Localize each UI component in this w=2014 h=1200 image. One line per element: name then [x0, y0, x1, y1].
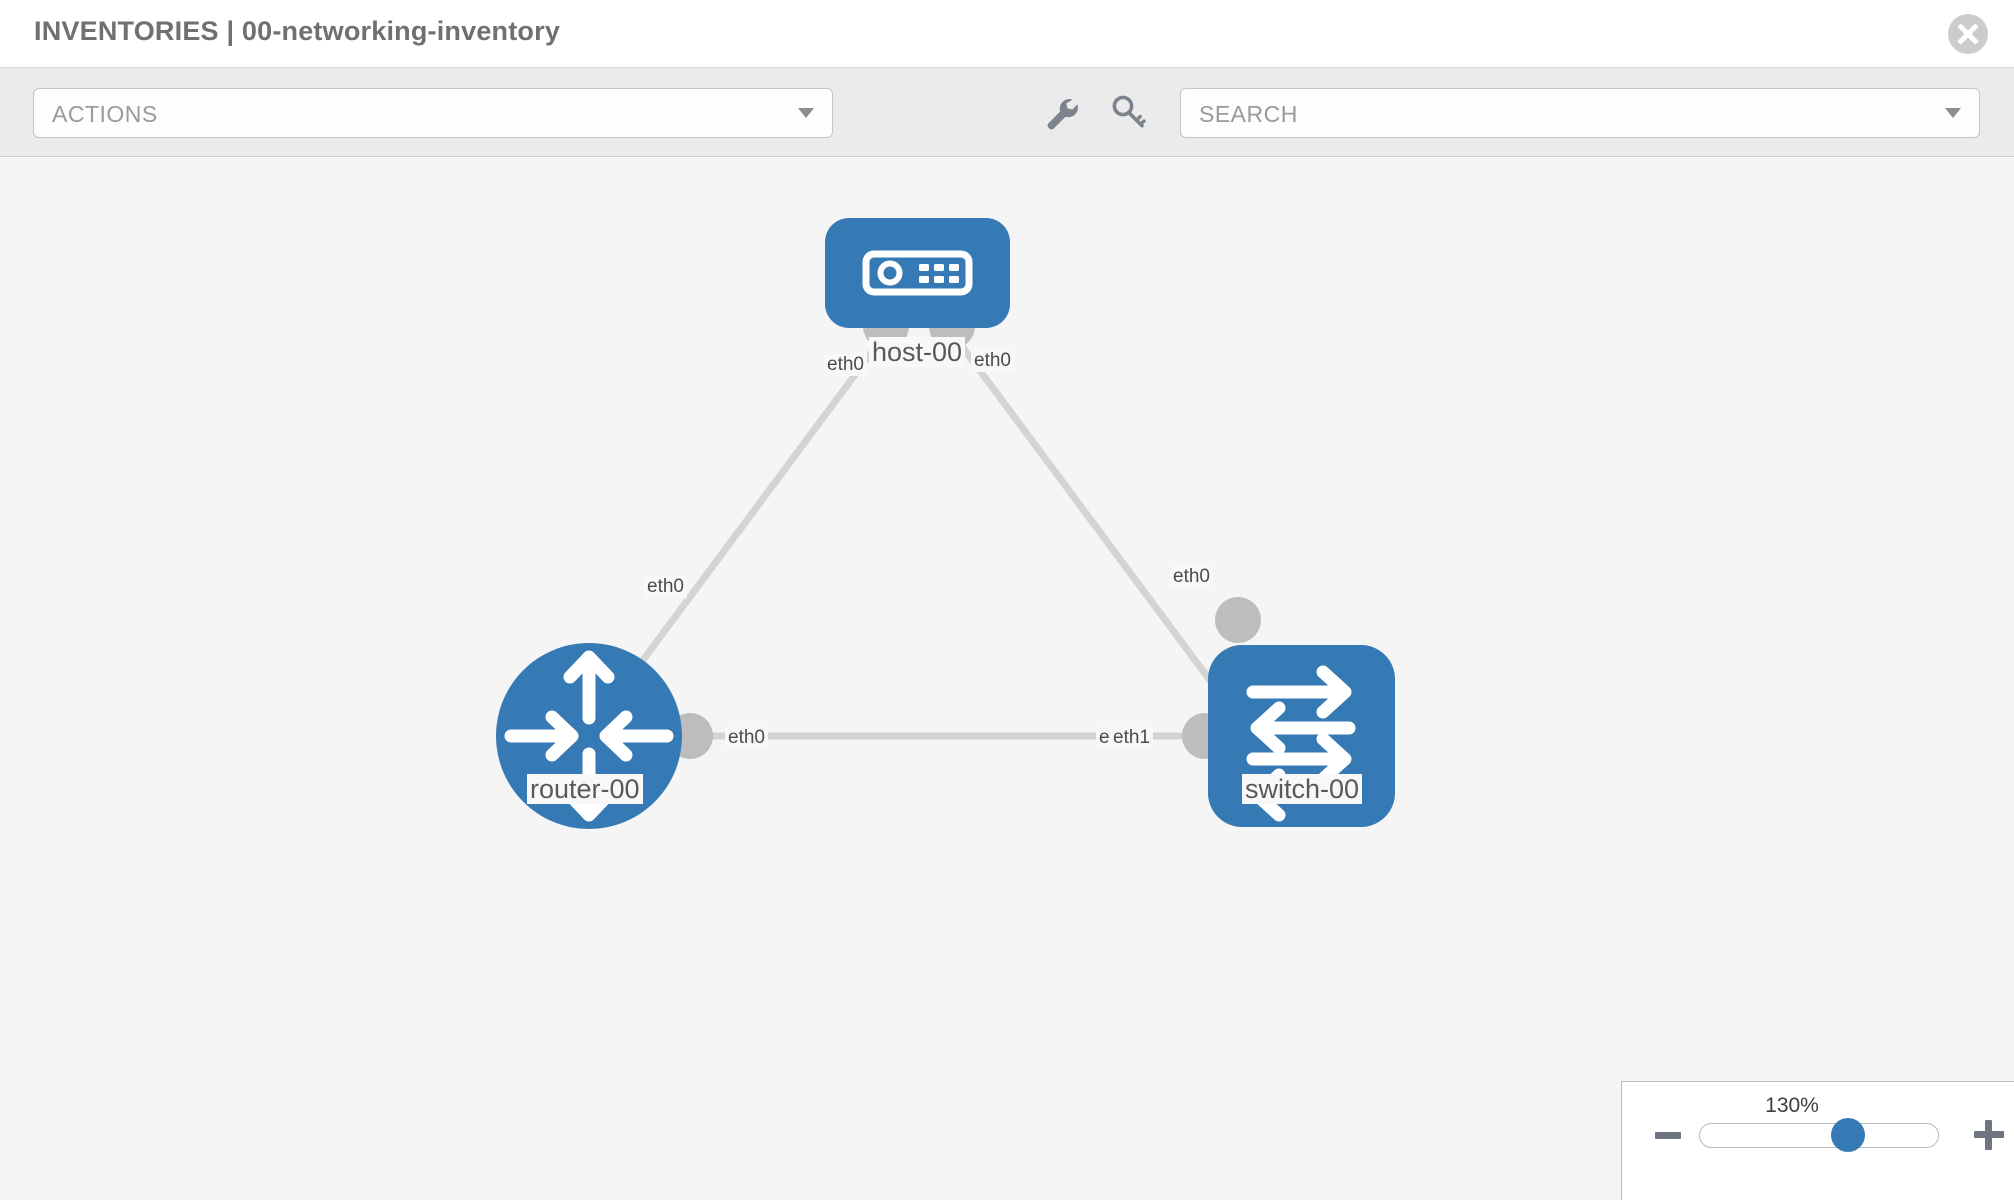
actions-dropdown-label: ACTIONS: [52, 101, 158, 127]
zoom-level-label: 130%: [1765, 1094, 1819, 1117]
router-icon: [504, 650, 674, 822]
zoom-control-panel: 130%: [1621, 1081, 2014, 1200]
toolbar: ACTIONS SEARCH: [0, 68, 2014, 157]
page-title: INVENTORIES | 00-networking-inventory: [34, 16, 561, 46]
topology-graph: [496, 218, 1395, 829]
node-label-router-00: router-00: [527, 774, 643, 805]
port-connectors: [667, 303, 1261, 759]
close-icon[interactable]: [1948, 14, 1988, 54]
link-host-router[interactable]: [596, 329, 890, 722]
server-icon: [862, 250, 973, 296]
link-edges: [596, 329, 1242, 740]
wrench-icon[interactable]: [1039, 90, 1083, 134]
interface-label-switch-trunk: eth1: [1110, 727, 1153, 749]
zoom-slider-thumb[interactable]: [1830, 1118, 1865, 1152]
actions-dropdown[interactable]: ACTIONS: [33, 88, 833, 138]
interface-label-switch-uplink: eth0: [1170, 566, 1213, 588]
search-input[interactable]: SEARCH: [1180, 88, 1980, 138]
topology-canvas[interactable]: host-00 eth0 eth0 eth0 eth0 eth0 eth0 et…: [0, 158, 2014, 1200]
interface-label-host-right: eth0: [971, 350, 1014, 372]
chevron-down-icon: [1945, 108, 1961, 118]
node-host-00[interactable]: [825, 218, 1010, 328]
interface-label-host-left: eth0: [824, 354, 867, 376]
link-host-switch[interactable]: [948, 329, 1242, 722]
port-switch-top[interactable]: [1215, 597, 1261, 643]
interface-label-router-uplink: eth0: [644, 576, 687, 598]
zoom-out-button[interactable]: [1655, 1132, 1681, 1139]
interface-label-router-trunk: eth0: [725, 727, 768, 749]
search-placeholder: SEARCH: [1199, 101, 1298, 127]
zoom-in-button[interactable]: [1974, 1120, 2004, 1150]
zoom-slider-track[interactable]: [1699, 1123, 1939, 1148]
titlebar: INVENTORIES | 00-networking-inventory: [0, 0, 2014, 68]
node-label-host-00: host-00: [869, 337, 966, 368]
chevron-down-icon: [798, 108, 814, 118]
key-icon[interactable]: [1106, 90, 1150, 134]
node-label-switch-00: switch-00: [1242, 774, 1363, 805]
